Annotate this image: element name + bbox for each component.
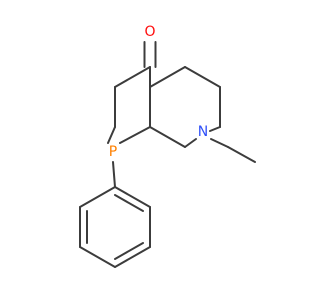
- bond-line: [107, 126, 116, 144]
- bond-line: [184, 66, 221, 88]
- diagram-canvas: O N P: [79, 24, 256, 268]
- bond-line: [114, 242, 144, 260]
- bond-line: [79, 246, 116, 268]
- bonds: [79, 41, 256, 268]
- bond-line: [112, 161, 116, 188]
- bond-line: [114, 246, 151, 268]
- bond-line: [149, 66, 186, 88]
- atom-label-nitrogen: N: [198, 124, 208, 140]
- bond-line: [209, 126, 221, 132]
- bond-line: [79, 186, 116, 208]
- bond-line: [184, 138, 197, 148]
- bond-line: [114, 66, 151, 88]
- atom-label-oxygen: O: [144, 24, 155, 40]
- bond-line: [114, 194, 144, 212]
- bond-line: [119, 126, 151, 144]
- bond-line: [227, 146, 256, 163]
- bond-line: [114, 186, 151, 208]
- molecule-structure: O N P: [79, 24, 256, 268]
- bond-line: [149, 126, 186, 148]
- bond-line: [210, 138, 229, 148]
- atom-labels: O N P: [109, 24, 208, 160]
- atom-label-phosphorus: P: [109, 144, 117, 160]
